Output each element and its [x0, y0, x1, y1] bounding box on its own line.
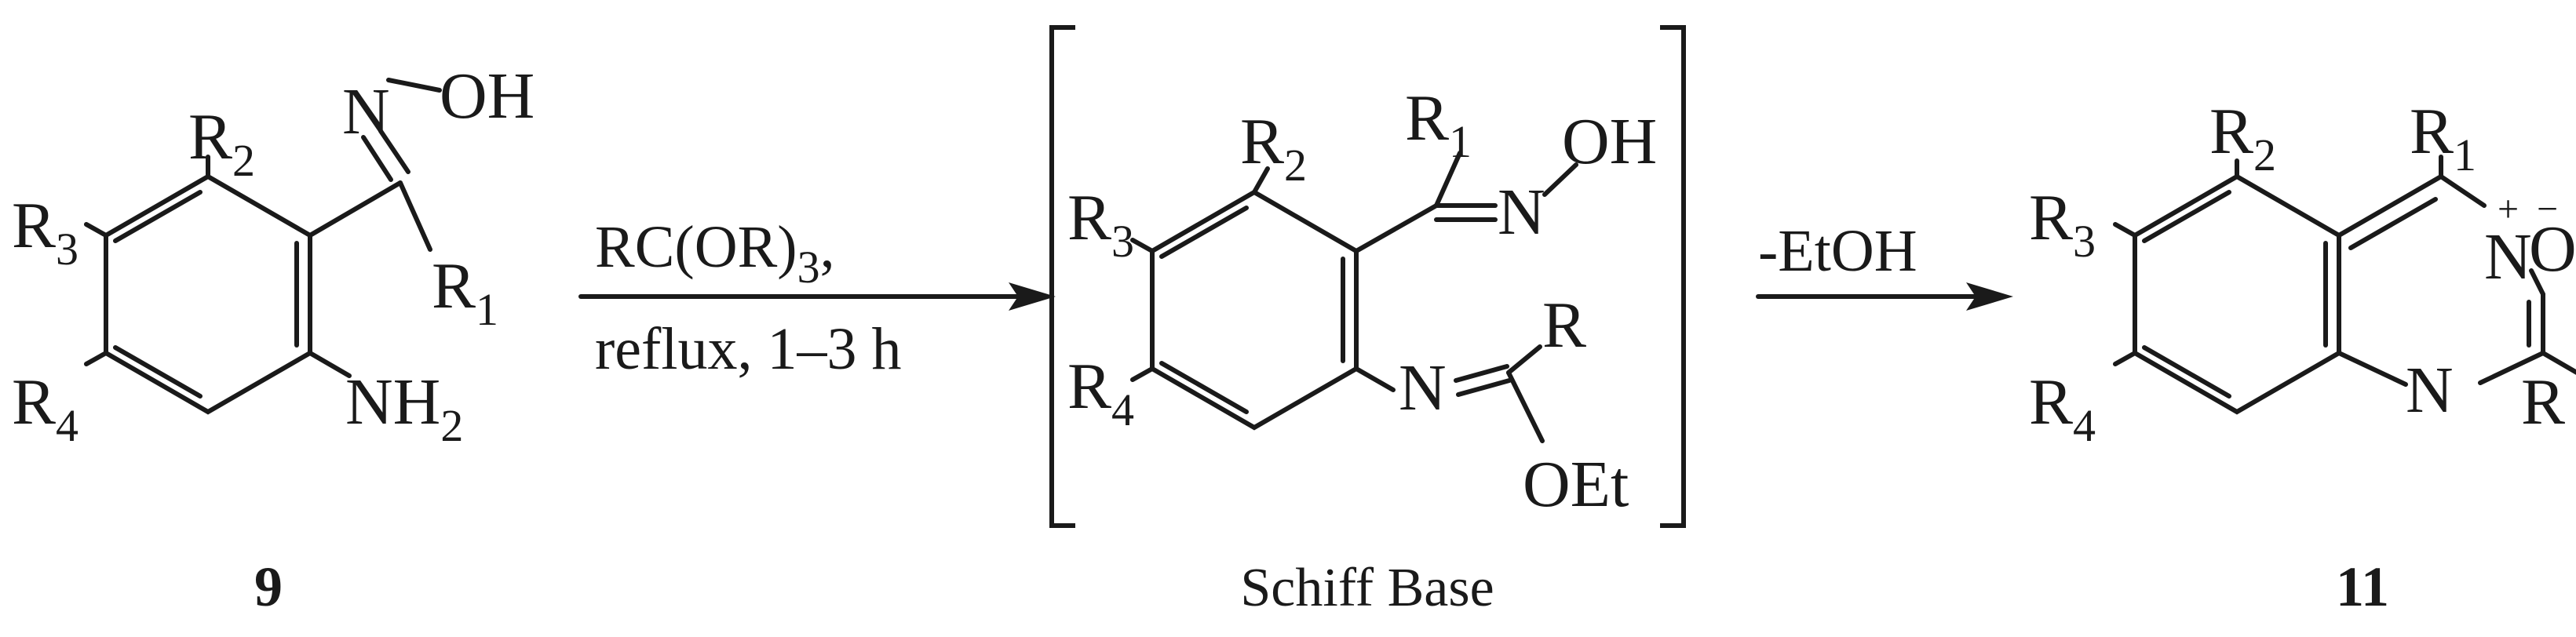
schiff-atom-r: R: [1542, 289, 1586, 362]
reaction-step-1: RC(OR)3, reflux, 1–3 h: [578, 214, 1056, 382]
product-atom-r1: R1: [2410, 95, 2476, 180]
start-atom-r1: R1: [432, 249, 498, 335]
schiff-base-intermediate: R2 R1 OH N R3 R R4 N OEt Schiff Base: [1049, 25, 1686, 618]
reaction-arrowhead-2: [1966, 282, 2013, 311]
reagent-label-1: RC(OR)3,: [595, 214, 835, 293]
start-atom-nh2: NH2: [345, 366, 463, 451]
schiff-atom-n-imine: N: [1399, 351, 1447, 424]
schiff-atom-oet: OEt: [1523, 448, 1629, 521]
schiff-atom-r2: R2: [1240, 105, 1307, 191]
bracket-left: [1049, 25, 1075, 528]
compound-9-bonds: [84, 78, 442, 415]
start-atom-n: N: [342, 75, 390, 148]
product-atom-o: O: [2529, 213, 2576, 286]
product-atom-r2: R2: [2209, 95, 2276, 180]
schiff-atom-oh: OH: [1562, 105, 1657, 178]
reaction-step-2: -EtOH: [1756, 218, 2013, 311]
bracket-right: [1660, 25, 1686, 528]
compound-label-11: 11: [2336, 555, 2389, 618]
reagent-label-2: -EtOH: [1758, 218, 1917, 284]
start-atom-r2: R2: [188, 100, 255, 186]
schiff-atom-r3: R3: [1067, 181, 1134, 267]
start-atom-oh: OH: [440, 60, 535, 133]
product-atom-r: R: [2521, 366, 2565, 439]
product-atom-n-ring: N: [2406, 354, 2454, 427]
schiff-atom-r1: R1: [1405, 82, 1472, 167]
schiff-atom-n-oxime: N: [1498, 176, 1545, 249]
product-atom-r3: R3: [2029, 181, 2096, 267]
product-charge-plus: +: [2498, 188, 2519, 230]
schiff-atom-r4: R4: [1067, 350, 1134, 435]
product-charge-minus: −: [2537, 188, 2558, 230]
compound-9: OH N R2 R3 R1 R4 NH2 9: [12, 60, 535, 618]
schiff-base-bonds: [1130, 151, 1578, 443]
start-atom-r3: R3: [12, 189, 78, 275]
reaction-arrowhead-1: [1009, 282, 1056, 311]
compound-label-schiff-base: Schiff Base: [1240, 558, 1494, 618]
start-atom-r4: R4: [12, 366, 78, 451]
compound-label-9: 9: [254, 555, 283, 618]
product-atom-n-oxide: N: [2484, 220, 2532, 293]
condition-label-1: reflux, 1–3 h: [595, 316, 901, 382]
product-atom-r4: R4: [2029, 366, 2096, 451]
compound-11-bonds: [2113, 155, 2576, 415]
compound-11: R2 R1 R3 N + O − R4 N R 11: [2029, 95, 2576, 618]
